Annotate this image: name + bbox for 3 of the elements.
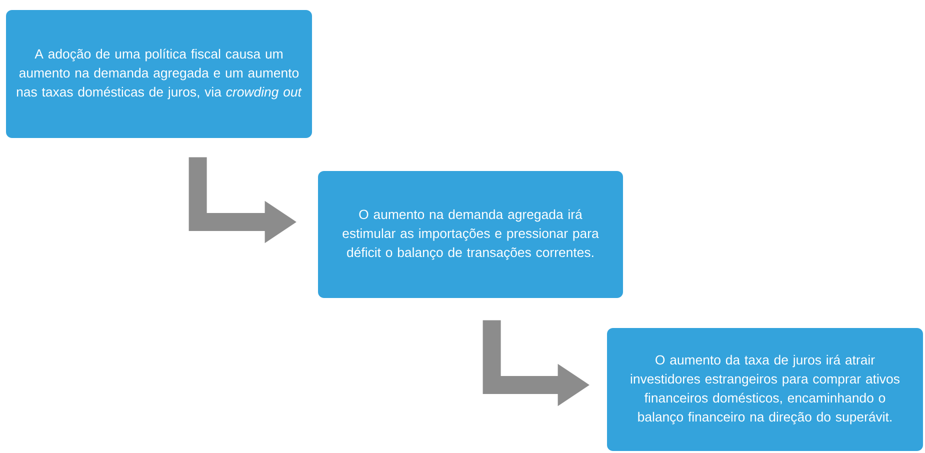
text-box: O aumento da taxa de juros irá atrair investidores estrangeiros para comprar ativos financeiros domésticos, encaminhando o balanço financeiro na direção do superávit. (607, 328, 923, 451)
text-box: A adoção de uma política fiscal causa um aumento na demanda agregada e um aumento nas taxas domésticas de juros, via crowding out (6, 10, 312, 138)
text-box: O aumento na demanda agregada irá estimular as importações e pressionar para déficit o balanço de transações correntes. (318, 171, 623, 298)
